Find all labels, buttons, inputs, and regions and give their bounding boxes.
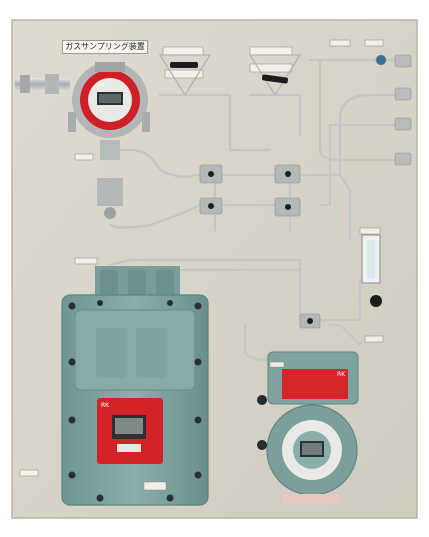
explosion-proof-enclosure-right [257, 351, 359, 504]
tag-plates [19, 39, 384, 477]
right-fittings [375, 54, 412, 166]
brand-mark-top: RK [97, 82, 106, 89]
valve-brackets [158, 54, 302, 97]
enclosure-bolts [68, 300, 202, 502]
title-sign: ガスサンプリング装置 [62, 40, 148, 54]
gas-detector-top [15, 62, 150, 219]
valve-handles [170, 62, 289, 84]
tubing-network [108, 58, 402, 362]
brand-mark-right: RK [337, 371, 346, 378]
brand-mark-left: RK [101, 402, 110, 409]
flowmeter [361, 234, 382, 307]
explosion-proof-enclosure-left [61, 266, 209, 506]
